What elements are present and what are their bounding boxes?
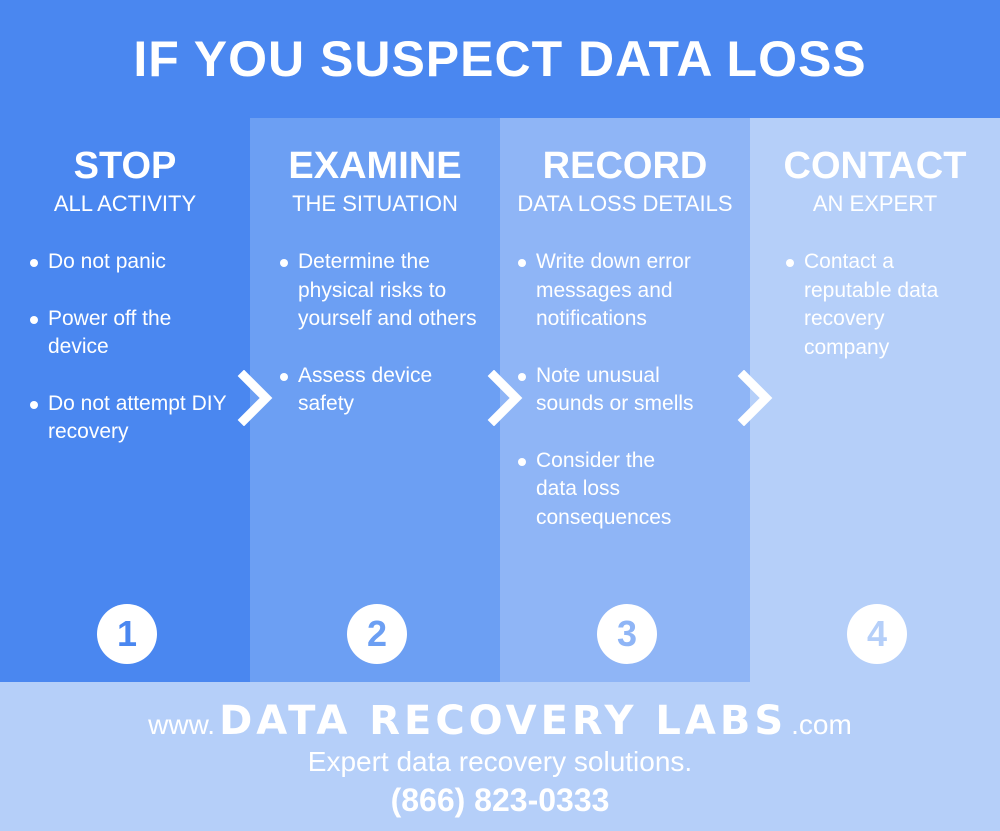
brand-logo-text: DATA RECOVERY LABS — [219, 698, 788, 744]
header: IF YOU SUSPECT DATA LOSS — [0, 0, 1000, 118]
step-subtitle: AN EXPERT — [812, 191, 938, 216]
bullet-item: Determine the physical risks to yourself… — [280, 248, 478, 334]
step-number-badge: 2 — [347, 604, 407, 664]
step-stop: STOP ALL ACTIVITY Do not panic Power off… — [0, 118, 250, 682]
step-examine: EXAMINE THE SITUATION Determine the phys… — [250, 118, 500, 682]
step-header: CONTACT AN EXPERT — [750, 144, 1000, 218]
step-number-badge: 1 — [97, 604, 157, 664]
url-suffix: .com — [791, 709, 852, 740]
bullet-item: Assess device safety — [280, 362, 458, 419]
step-bullets: Contact a reputable data recovery compan… — [750, 248, 1000, 362]
bullet-item: Do not attempt DIY recovery — [30, 390, 233, 447]
step-bullets: Do not panic Power off the device Do not… — [0, 248, 250, 447]
bullet-item: Write down error messages and notificati… — [518, 248, 731, 334]
chevron-right-icon — [487, 370, 523, 426]
step-contact: CONTACT AN EXPERT Contact a reputable da… — [750, 118, 1000, 682]
step-header: RECORD DATA LOSS DETAILS — [500, 144, 750, 218]
step-title: RECORD — [542, 145, 708, 187]
step-title: STOP — [73, 145, 177, 187]
bullet-item: Consider the data loss consequences — [518, 447, 696, 533]
step-title: EXAMINE — [288, 145, 462, 187]
step-title: CONTACT — [783, 145, 967, 187]
tagline: Expert data recovery solutions. — [307, 746, 693, 777]
chevron-right-icon — [737, 370, 773, 426]
bullet-item: Contact a reputable data recovery compan… — [786, 248, 969, 362]
bullet-item: Power off the device — [30, 305, 208, 362]
footer: www. DATA RECOVERY LABS .com Expert data… — [0, 682, 1000, 831]
url-prefix: www. — [148, 709, 216, 740]
bullet-item: Note unusual sounds or smells — [518, 362, 721, 419]
chevron-right-icon — [237, 370, 273, 426]
page-title: IF YOU SUSPECT DATA LOSS — [133, 31, 867, 87]
step-subtitle: DATA LOSS DETAILS — [517, 191, 733, 216]
step-subtitle: THE SITUATION — [292, 191, 458, 216]
step-record: RECORD DATA LOSS DETAILS Write down erro… — [500, 118, 750, 682]
step-subtitle: ALL ACTIVITY — [53, 191, 197, 216]
step-number-badge: 4 — [847, 604, 907, 664]
phone-number[interactable]: (866) 823-0333 — [390, 782, 610, 818]
website-line[interactable]: www. DATA RECOVERY LABS .com — [0, 698, 1000, 744]
step-header: STOP ALL ACTIVITY — [0, 144, 250, 218]
step-number-badge: 3 — [597, 604, 657, 664]
bullet-item: Do not panic — [30, 248, 236, 277]
step-bullets: Determine the physical risks to yourself… — [250, 248, 500, 419]
step-header: EXAMINE THE SITUATION — [250, 144, 500, 218]
step-bullets: Write down error messages and notificati… — [500, 248, 750, 532]
